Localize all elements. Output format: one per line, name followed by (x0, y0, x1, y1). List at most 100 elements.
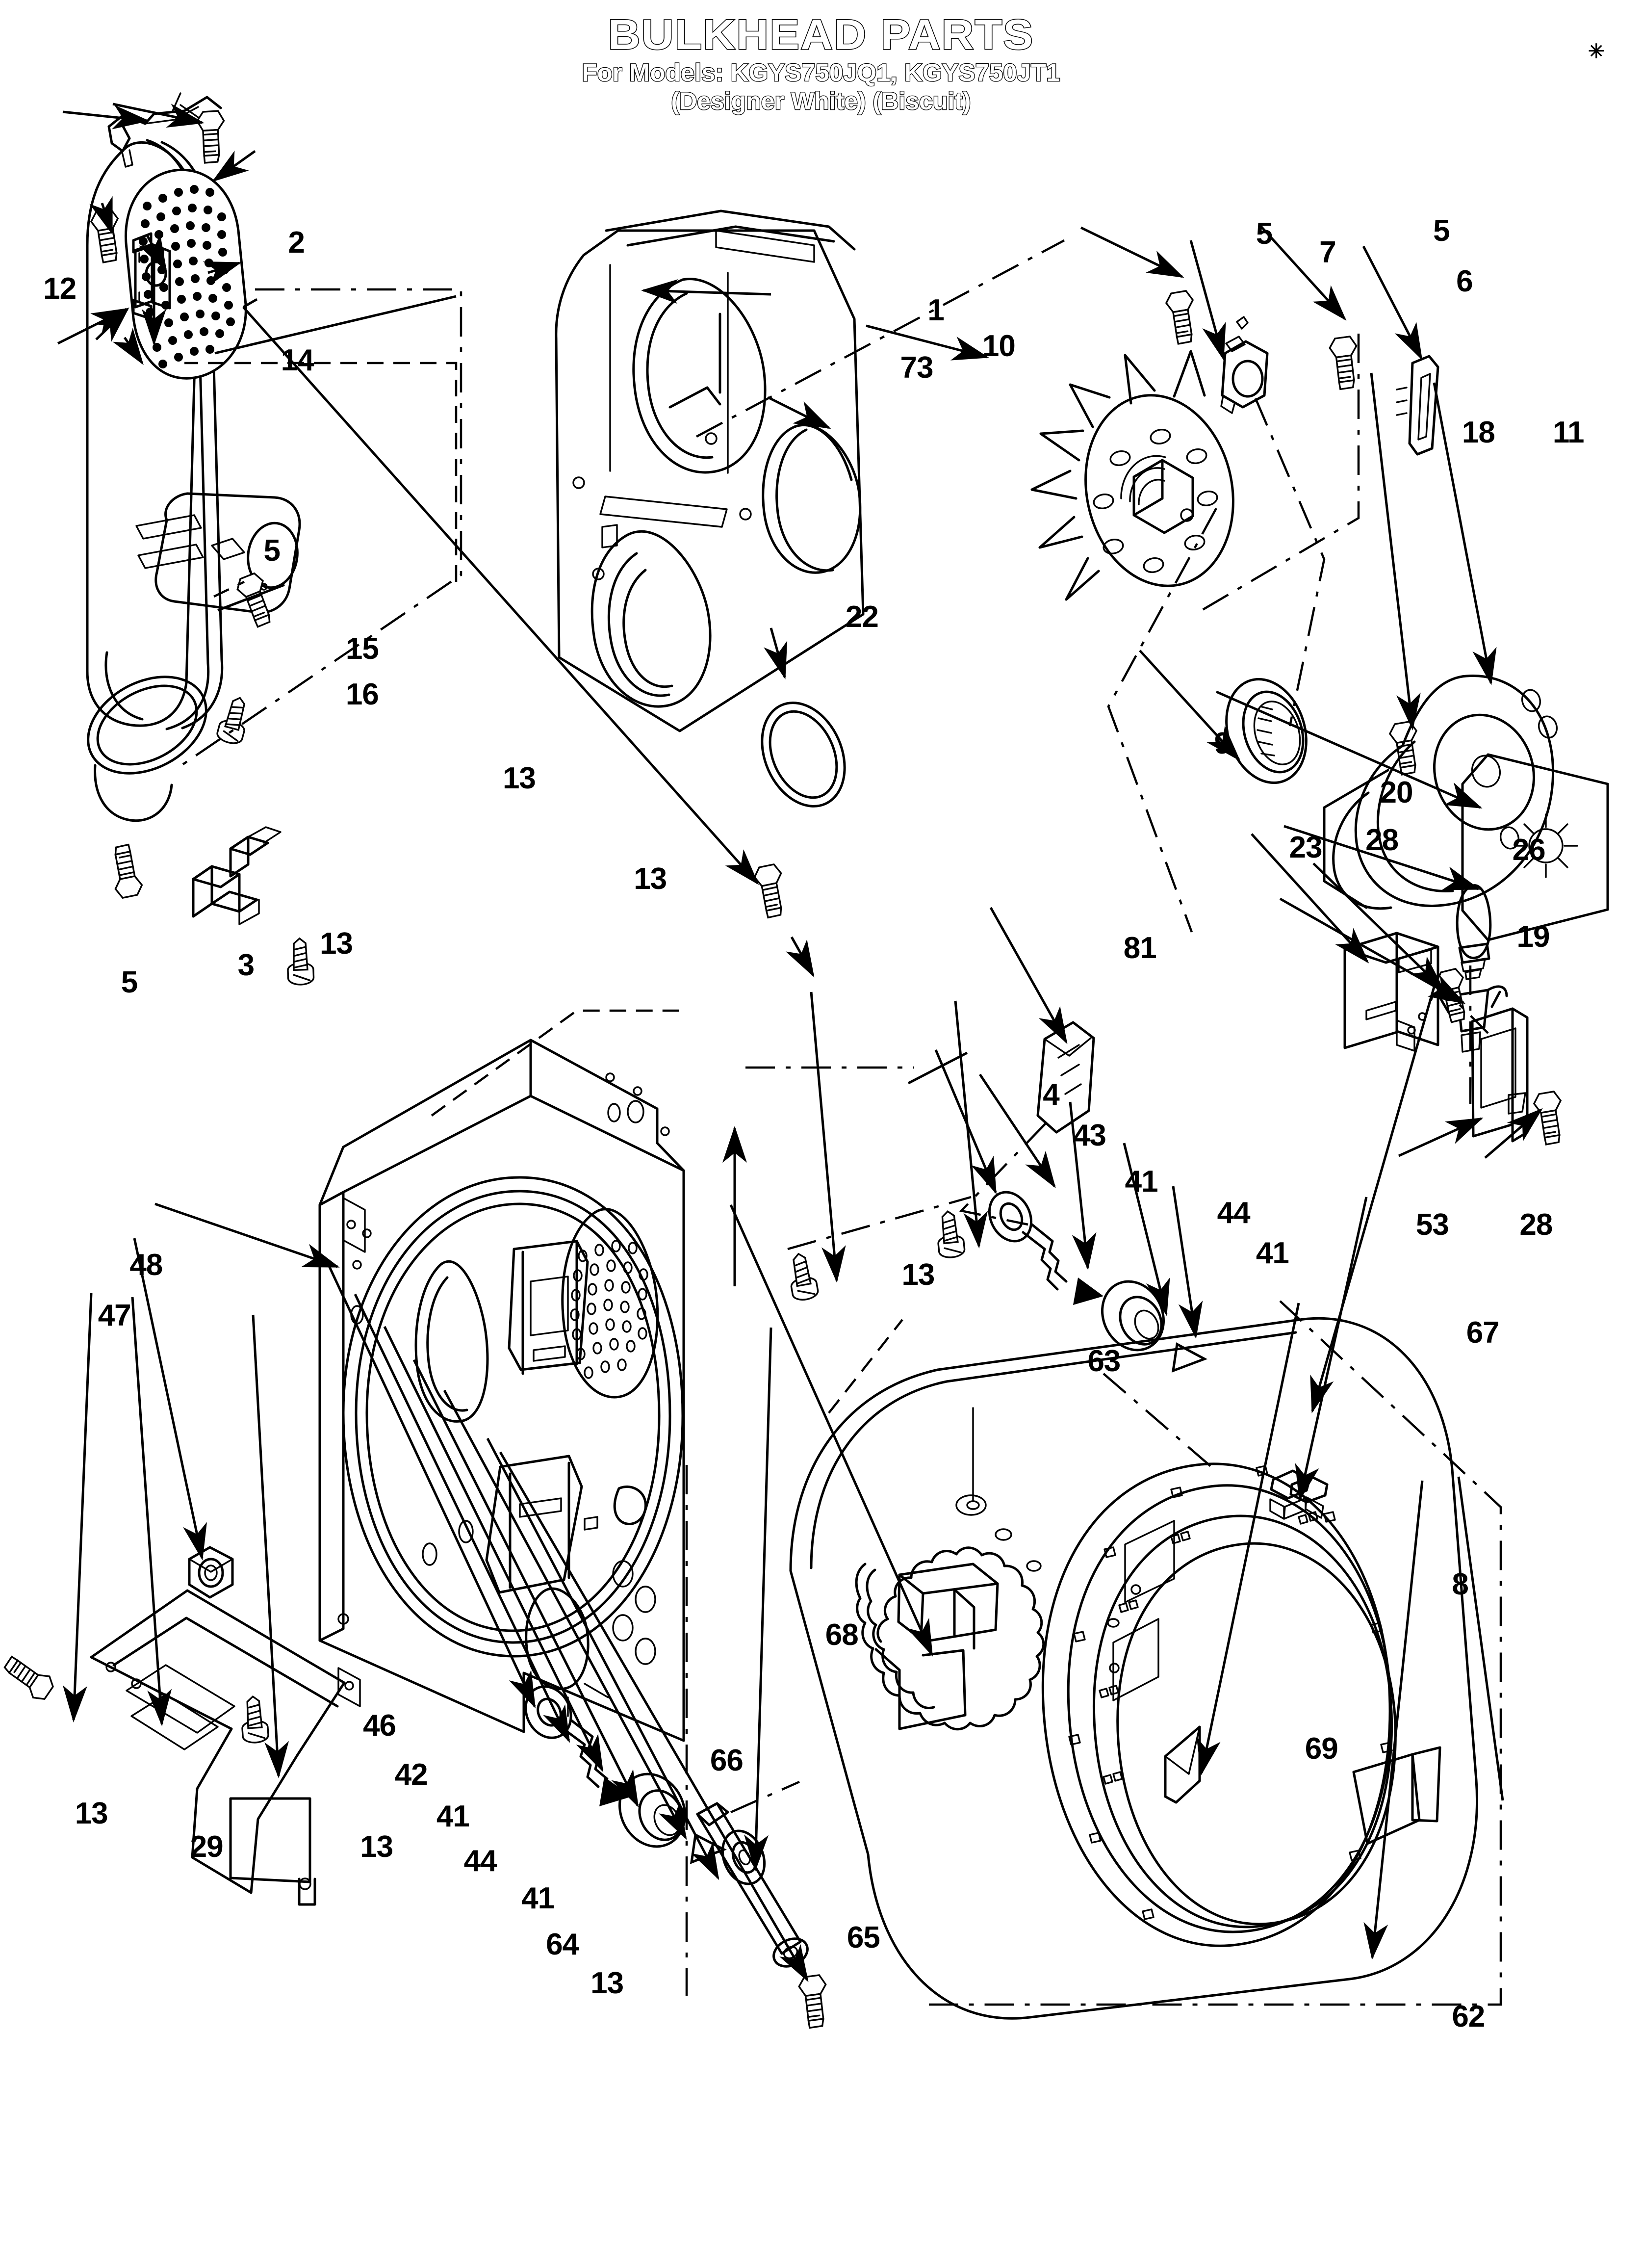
roller-assembly-upper-art (988, 1191, 1208, 1373)
model-list: For Models: KGYS750JQ1, KGYS750JT1 (581, 58, 1061, 87)
dryer-drum-art (789, 1317, 1478, 2020)
screw-13f-art (1, 1645, 58, 1710)
screw-13g-art (239, 1694, 270, 1745)
callout-number-13: 13 (901, 1258, 935, 1292)
screw-5b-art (100, 840, 154, 904)
screw-5a-art (77, 203, 134, 267)
callout-number-10: 10 (982, 329, 1016, 364)
bulkhead-front-housing-art (555, 209, 865, 732)
callout-number-62: 62 (1452, 1999, 1485, 2033)
bulkhead-rear-panel-art (318, 1039, 685, 1742)
callout-number-3: 3 (237, 948, 255, 983)
callout-number-46: 46 (363, 1709, 396, 1743)
callout-number-73: 73 (900, 351, 934, 385)
light-bulb-26-art (1456, 884, 1492, 980)
callout-number-41: 41 (1256, 1236, 1289, 1271)
callout-number-13: 13 (502, 761, 536, 795)
callout-number-53: 53 (1415, 1207, 1449, 1242)
seal-ring-22-art (761, 702, 846, 808)
light-shield-53-art (1471, 1007, 1529, 1143)
callout-number-48: 48 (129, 1248, 163, 1282)
callout-number-41: 41 (1125, 1164, 1158, 1199)
callout-number-13: 13 (634, 862, 667, 896)
screw-13c-art (215, 694, 254, 747)
title-block: BULKHEAD PARTS For Models: KGYS750JQ1, K… (0, 11, 1642, 116)
bracket-3-art (192, 826, 282, 925)
page-title: BULKHEAD PARTS (607, 11, 1034, 58)
registration-mark-icon: ✳ (1588, 41, 1605, 62)
igniter-bracket-7-art (1220, 316, 1269, 414)
callout-number-63: 63 (1087, 1344, 1121, 1379)
callout-number-13: 13 (590, 1966, 624, 2001)
callout-number-12: 12 (43, 271, 77, 306)
callout-number-5: 5 (121, 965, 138, 1000)
callout-number-43: 43 (1073, 1118, 1106, 1152)
screw-5d-art (1315, 330, 1372, 395)
screw-28a-art (1425, 964, 1479, 1027)
callout-number-13: 13 (319, 927, 353, 961)
door-switch-23-art (1343, 932, 1439, 1052)
callout-number-15: 15 (345, 631, 379, 666)
callout-number-28: 28 (1519, 1207, 1553, 1242)
screw-13a-art (231, 570, 279, 630)
callout-number-20: 20 (1380, 776, 1413, 810)
callout-number-22: 22 (845, 600, 879, 634)
callout-number-8: 8 (1452, 1567, 1468, 1602)
callout-number-41: 41 (436, 1799, 470, 1833)
callout-number-65: 65 (847, 1920, 880, 1955)
callout-number-64: 64 (546, 1928, 579, 1962)
callout-number-2: 2 (288, 225, 305, 260)
callout-number-81: 81 (1123, 931, 1157, 965)
callout-number-67: 67 (1466, 1315, 1500, 1350)
screw-5c-art (1153, 285, 1209, 349)
hex-nut-47-art (188, 1546, 234, 1599)
callout-number-44: 44 (1217, 1196, 1251, 1230)
callout-number-5: 5 (1256, 217, 1273, 251)
drum-glide-pad-81-art (1036, 1021, 1095, 1134)
callout-number-1: 1 (927, 293, 944, 327)
screw-13e-art (784, 1968, 842, 2033)
thermostat-15-art (132, 232, 171, 320)
screw-13d-art (286, 937, 315, 986)
callout-number-41: 41 (521, 1881, 555, 1916)
screw-13-drum-art (785, 1251, 820, 1303)
retainer-clip-6-art (1396, 355, 1439, 456)
screw-18-art (1376, 715, 1433, 780)
screw-63-art (934, 1209, 966, 1260)
callout-number-26: 26 (1512, 833, 1546, 867)
callout-number-13: 13 (360, 1829, 393, 1864)
callout-number-7: 7 (1319, 235, 1336, 270)
callout-number-11: 11 (1552, 416, 1585, 450)
finish-list: (Designer White) (Biscuit) (670, 87, 972, 116)
callout-number-23: 23 (1289, 830, 1322, 864)
lint-screen-housing-art (86, 139, 247, 822)
lamp-socket-19-art (1430, 985, 1508, 1053)
callout-number-4: 4 (1043, 1078, 1059, 1112)
callout-number-68: 68 (825, 1618, 859, 1652)
duct-gasket-73-art (762, 423, 862, 574)
callout-number-5: 5 (263, 533, 280, 568)
callout-number-69: 69 (1305, 1732, 1338, 1766)
callout-number-19: 19 (1516, 919, 1550, 954)
blower-wheel-art (1030, 350, 1234, 601)
callout-number-9: 9 (1214, 727, 1231, 761)
blower-housing-art (1323, 675, 1558, 910)
callout-number-47: 47 (98, 1298, 131, 1332)
callout-number-28: 28 (1365, 823, 1399, 857)
screw-13b-art (742, 859, 797, 922)
callout-number-13: 13 (75, 1797, 108, 1831)
callout-number-42: 42 (394, 1757, 428, 1792)
callout-number-6: 6 (1456, 264, 1473, 299)
callout-number-14: 14 (281, 343, 314, 378)
callout-number-66: 66 (710, 1743, 744, 1777)
callout-number-29: 29 (190, 1829, 224, 1864)
leader-lines (57, 103, 1543, 1982)
callout-number-16: 16 (345, 678, 379, 712)
callout-number-44: 44 (463, 1844, 497, 1878)
drum-clip-8-art (1269, 1469, 1329, 1520)
callout-number-18: 18 (1462, 416, 1495, 450)
callout-number-5: 5 (1433, 214, 1450, 248)
drum-baffle-68-art (855, 1407, 1120, 1731)
